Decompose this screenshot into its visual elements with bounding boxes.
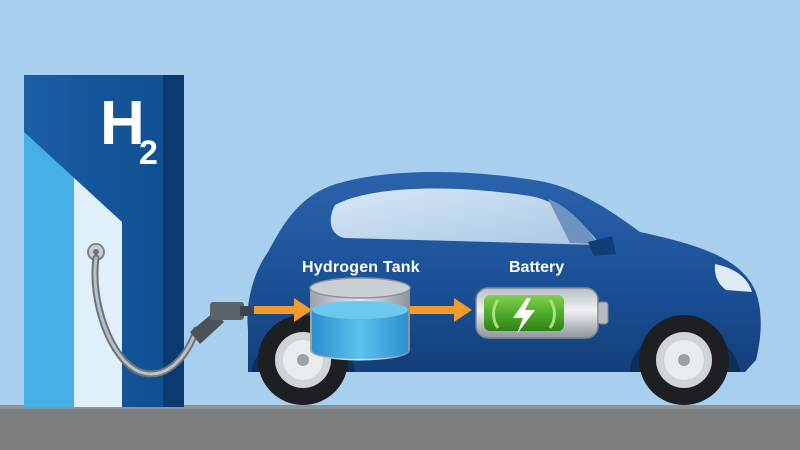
station-symbol: H [100, 89, 145, 158]
flow-arrow-nozzle-to-tank [254, 298, 312, 322]
headlight [714, 264, 752, 292]
fuel-nozzle-icon [190, 302, 252, 344]
battery [475, 287, 609, 339]
flow-arrow-tank-to-battery [410, 298, 472, 322]
ground-edge [0, 405, 800, 409]
lightning-bolt-icon [513, 298, 535, 334]
car-window [330, 188, 600, 245]
hydrogen-station [24, 75, 184, 407]
hydrogen-tank [309, 277, 411, 361]
hydrogen-tank-label: Hydrogen Tank [302, 259, 420, 276]
side-mirror [588, 236, 616, 256]
ground [0, 405, 800, 450]
front-wheel [639, 315, 729, 405]
station-subscript: 2 [139, 134, 158, 172]
battery-label: Battery [509, 259, 565, 276]
